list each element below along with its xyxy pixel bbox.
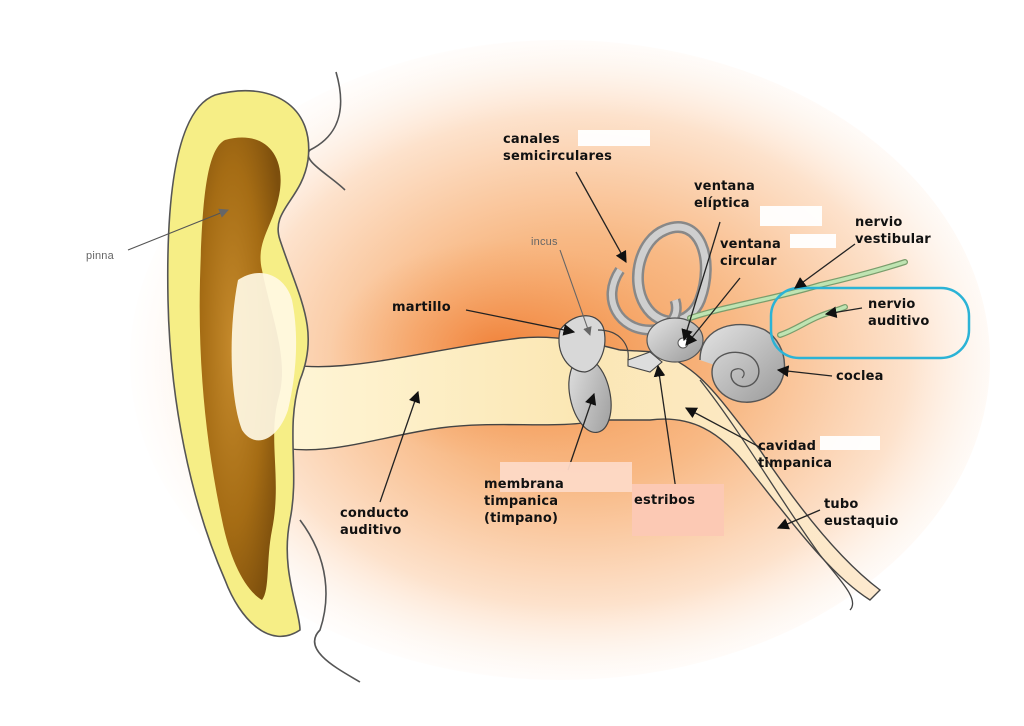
ventana-circular-arrow bbox=[685, 277, 741, 346]
label-line: timpanica bbox=[758, 456, 833, 471]
coclea-arrow bbox=[776, 365, 833, 377]
label-line: ventana bbox=[720, 237, 781, 252]
membrana-arrow bbox=[567, 392, 597, 471]
semicircular-canal-2-core bbox=[608, 268, 680, 334]
label-mask bbox=[578, 130, 650, 146]
label-line: elíptica bbox=[694, 196, 750, 211]
nervio-vestibular-arrow bbox=[794, 243, 856, 289]
label-pinna: pinna bbox=[86, 250, 114, 262]
label-membrana-timpanica: membrana timpanica (timpano) bbox=[484, 476, 564, 527]
label-nervio-auditivo: nervio auditivo bbox=[868, 296, 929, 330]
oval-window bbox=[677, 337, 689, 349]
label-conducto-auditivo: conducto auditivo bbox=[340, 505, 409, 539]
label-mask bbox=[820, 436, 880, 450]
tubo-arrow bbox=[776, 509, 821, 530]
incus-bone bbox=[597, 329, 629, 361]
label-canales-semicirculares: canales semicirculares bbox=[503, 131, 612, 165]
label-line: canales bbox=[503, 132, 560, 147]
label-line: auditivo bbox=[340, 523, 402, 538]
cavidad-arrow bbox=[684, 407, 766, 451]
ventana-eliptica-arrow bbox=[681, 221, 721, 342]
head-outline-top bbox=[307, 71, 346, 191]
martillo-arrow bbox=[465, 309, 576, 336]
label-line: ventana bbox=[694, 179, 755, 194]
label-mask bbox=[790, 234, 836, 248]
estribos-arrow bbox=[653, 364, 677, 491]
estribos-patch bbox=[632, 484, 724, 536]
label-line: conducto bbox=[340, 506, 409, 521]
label-line: tubo bbox=[824, 497, 859, 512]
head-outline-bottom bbox=[299, 519, 361, 683]
auditory-canal bbox=[269, 336, 882, 601]
auditory-nerve bbox=[778, 305, 847, 337]
label-line: eustaquio bbox=[824, 514, 899, 529]
label-line: auditivo bbox=[868, 314, 930, 329]
label-nervio-vestibular: nervio vestibular bbox=[855, 214, 931, 248]
label-mask bbox=[500, 462, 632, 492]
label-martillo: martillo bbox=[392, 300, 451, 315]
label-line: membrana bbox=[484, 477, 565, 492]
label-line: semicirculares bbox=[503, 149, 613, 164]
label-incus: incus bbox=[531, 236, 558, 248]
highlight-ring bbox=[769, 286, 971, 360]
label-ventana-circular: ventana circular bbox=[720, 236, 781, 270]
pinna-arrow bbox=[127, 208, 229, 251]
vestibule bbox=[646, 317, 704, 363]
label-line: timpanica bbox=[484, 494, 559, 509]
vestibular-nerve bbox=[688, 260, 907, 320]
incus-arrow bbox=[559, 249, 592, 336]
label-mask bbox=[760, 206, 822, 226]
label-cavidad-timpanica: cavidad timpanica bbox=[758, 438, 832, 472]
label-line: circular bbox=[720, 254, 777, 269]
concha-highlight bbox=[231, 272, 297, 441]
eustachian-tube-wall bbox=[699, 379, 854, 611]
label-coclea: coclea bbox=[836, 369, 884, 384]
canales-arrow bbox=[575, 171, 627, 264]
label-line: nervio bbox=[868, 297, 916, 312]
label-estribos: estribos bbox=[634, 493, 696, 508]
label-line: vestibular bbox=[855, 232, 931, 247]
nervio-auditivo-arrow bbox=[824, 306, 863, 319]
label-line: cavidad bbox=[758, 439, 817, 454]
label-line: (timpano) bbox=[484, 511, 559, 526]
cochlea-shape bbox=[699, 323, 786, 403]
label-ventana-eliptica: ventana elíptica bbox=[694, 178, 755, 212]
label-line: nervio bbox=[855, 215, 903, 230]
conducto-arrow bbox=[379, 390, 421, 503]
cochlea-center bbox=[731, 368, 745, 379]
label-tubo-eustaquio: tubo eustaquio bbox=[824, 496, 899, 530]
